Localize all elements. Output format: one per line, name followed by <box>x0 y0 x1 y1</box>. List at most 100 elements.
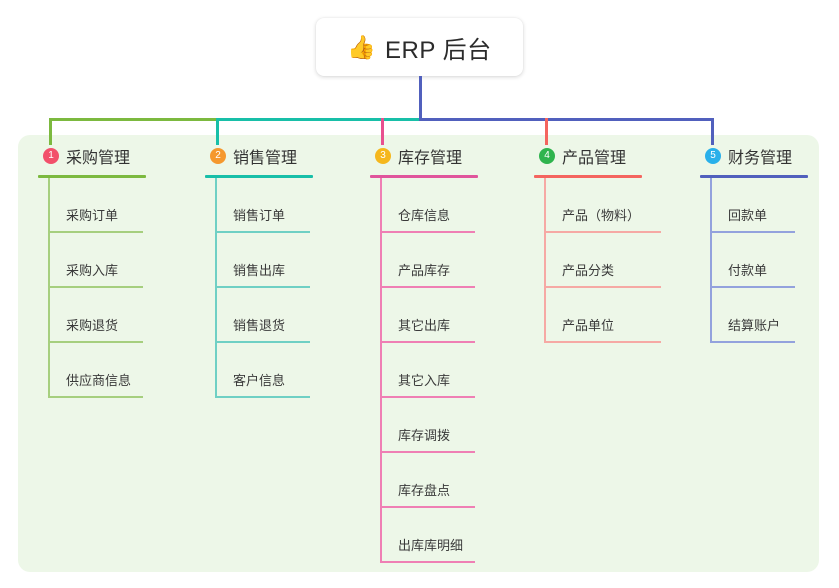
leaf-item[interactable]: 出库库明细 <box>370 508 478 563</box>
branch-underline-3 <box>370 175 478 178</box>
connector-trunk <box>419 76 422 121</box>
leaf-item[interactable]: 产品（物料） <box>534 178 661 233</box>
leaf-label: 产品（物料） <box>562 208 641 223</box>
leaf-label: 产品库存 <box>398 263 451 278</box>
leaf-item[interactable]: 销售退货 <box>205 288 313 343</box>
leaf-label: 采购入库 <box>66 263 119 278</box>
branch-title-3: 库存管理 <box>398 150 463 167</box>
leaf-item[interactable]: 回款单 <box>700 178 808 233</box>
leaf-label: 其它出库 <box>398 318 451 333</box>
branch-header-5[interactable]: 5 财务管理 <box>700 143 808 169</box>
leaf-label: 仓库信息 <box>398 208 451 223</box>
leaf-connector <box>710 341 717 343</box>
leaf-underline <box>387 561 475 563</box>
branch-title-4: 产品管理 <box>562 150 627 167</box>
leaf-item[interactable]: 结算账户 <box>700 288 808 343</box>
leaf-underline <box>387 231 475 233</box>
leaf-item[interactable]: 采购入库 <box>38 233 146 288</box>
branch-column-5: 5 财务管理回款单付款单结算账户 <box>700 143 808 343</box>
leaf-item[interactable]: 采购退货 <box>38 288 146 343</box>
leaf-underline <box>55 231 143 233</box>
leaf-spine-4 <box>544 178 546 343</box>
leaf-label: 客户信息 <box>233 373 286 388</box>
leaf-item[interactable]: 其它出库 <box>370 288 478 343</box>
leaf-underline <box>222 396 310 398</box>
branch-header-2[interactable]: 2 销售管理 <box>205 143 313 169</box>
branch-title-1: 采购管理 <box>66 150 131 167</box>
leaf-label: 供应商信息 <box>66 373 132 388</box>
connector-bar-right <box>419 118 714 121</box>
branch-badge-2: 2 <box>210 148 226 164</box>
leaf-label: 销售订单 <box>233 208 286 223</box>
leaf-item[interactable]: 库存调拨 <box>370 398 478 453</box>
leaf-item[interactable]: 销售出库 <box>205 233 313 288</box>
leaf-connector <box>215 286 222 288</box>
leaf-label: 采购退货 <box>66 318 119 333</box>
leaf-underline <box>551 341 661 343</box>
leaf-label: 采购订单 <box>66 208 119 223</box>
leaf-connector <box>380 396 387 398</box>
leaf-underline <box>55 341 143 343</box>
leaf-connector <box>215 396 222 398</box>
leaf-list-5: 回款单付款单结算账户 <box>700 178 808 343</box>
leaf-connector <box>48 396 55 398</box>
branch-header-3[interactable]: 3 库存管理 <box>370 143 478 169</box>
leaf-item[interactable]: 产品库存 <box>370 233 478 288</box>
branch-badge-1: 1 <box>43 148 59 164</box>
leaf-item[interactable]: 其它入库 <box>370 343 478 398</box>
connector-drop-3 <box>381 118 384 145</box>
branch-column-2: 2 销售管理销售订单销售出库销售退货客户信息 <box>205 143 313 398</box>
branch-underline-5 <box>700 175 808 178</box>
branch-underline-1 <box>38 175 146 178</box>
leaf-connector <box>48 286 55 288</box>
root-node[interactable]: 👍 ERP 后台 <box>316 18 523 76</box>
leaf-connector <box>380 561 387 563</box>
branch-badge-5: 5 <box>705 148 721 164</box>
connector-drop-2 <box>216 118 219 145</box>
branch-column-1: 1 采购管理采购订单采购入库采购退货供应商信息 <box>38 143 146 398</box>
leaf-item[interactable]: 客户信息 <box>205 343 313 398</box>
connector-drop-5 <box>711 118 714 145</box>
leaf-item[interactable]: 销售订单 <box>205 178 313 233</box>
leaf-label: 销售退货 <box>233 318 286 333</box>
leaf-item[interactable]: 库存盘点 <box>370 453 478 508</box>
connector-drop-4 <box>545 118 548 145</box>
branch-title-2: 销售管理 <box>233 150 298 167</box>
leaf-connector <box>48 341 55 343</box>
leaf-item[interactable]: 付款单 <box>700 233 808 288</box>
leaf-item[interactable]: 产品分类 <box>534 233 661 288</box>
leaf-item[interactable]: 采购订单 <box>38 178 146 233</box>
leaf-connector <box>215 341 222 343</box>
branch-column-3: 3 库存管理仓库信息产品库存其它出库其它入库库存调拨库存盘点出库库明细 <box>370 143 478 563</box>
leaf-connector <box>48 231 55 233</box>
leaf-item[interactable]: 仓库信息 <box>370 178 478 233</box>
branch-title-5: 财务管理 <box>728 150 793 167</box>
leaf-underline <box>387 286 475 288</box>
leaf-underline <box>55 286 143 288</box>
leaf-item[interactable]: 产品单位 <box>534 288 661 343</box>
branch-badge-3: 3 <box>375 148 391 164</box>
branch-header-4[interactable]: 4 产品管理 <box>534 143 642 169</box>
thumbs-up-icon: 👍 <box>347 33 377 60</box>
content-panel <box>18 135 819 572</box>
leaf-label: 销售出库 <box>233 263 286 278</box>
leaf-spine-5 <box>710 178 712 343</box>
leaf-label: 产品分类 <box>562 263 615 278</box>
branch-column-4: 4 产品管理产品（物料） 产品分类产品单位 <box>534 143 661 343</box>
leaf-connector <box>710 231 717 233</box>
leaf-underline <box>551 231 661 233</box>
leaf-connector <box>380 506 387 508</box>
leaf-item[interactable]: 供应商信息 <box>38 343 146 398</box>
leaf-list-4: 产品（物料） 产品分类产品单位 <box>534 178 661 343</box>
connector-bar-mid <box>216 118 422 121</box>
leaf-connector <box>544 341 551 343</box>
leaf-underline <box>222 286 310 288</box>
leaf-underline <box>387 451 475 453</box>
branch-badge-4: 4 <box>539 148 555 164</box>
leaf-underline <box>387 341 475 343</box>
leaf-underline <box>387 506 475 508</box>
branch-underline-4 <box>534 175 642 178</box>
branch-header-1[interactable]: 1 采购管理 <box>38 143 146 169</box>
leaf-spine-2 <box>215 178 217 398</box>
